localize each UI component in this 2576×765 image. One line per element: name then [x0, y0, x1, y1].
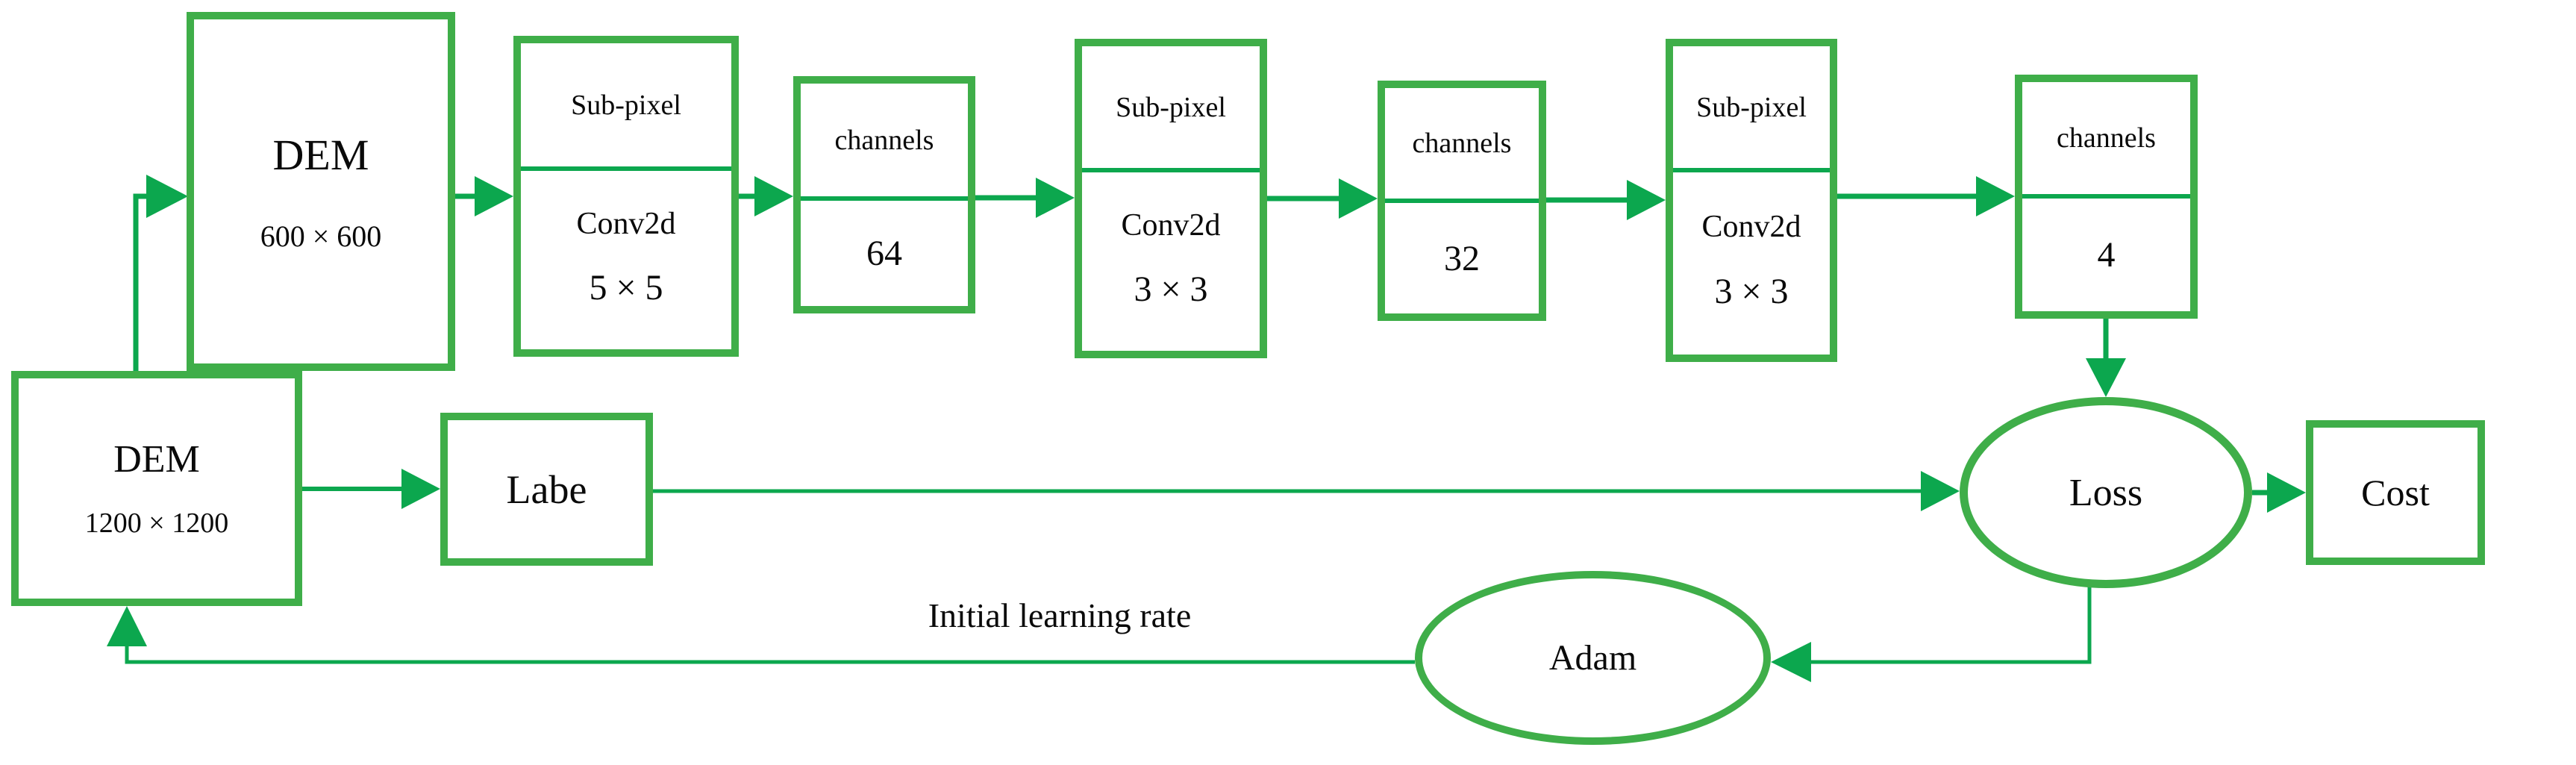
subpixel2-header-label: Sub-pixel: [1116, 91, 1226, 123]
channels32-header: channels: [1385, 88, 1539, 203]
subpixel2-header: Sub-pixel: [1082, 46, 1260, 172]
channels4-header-label: channels: [2057, 122, 2156, 154]
arrow-subpixel3-to-channels4: [1837, 176, 2015, 216]
node-subpixel3: Sub-pixel Conv2d 3 × 3: [1666, 39, 1837, 362]
dem600-size: 600 × 600: [260, 219, 382, 253]
channels32-body: 32: [1385, 203, 1539, 313]
node-subpixel2: Sub-pixel Conv2d 3 × 3: [1075, 39, 1267, 358]
arrow-label-to-loss: [653, 471, 1960, 511]
channels64-header-label: channels: [834, 124, 934, 156]
node-channels32: channels 32: [1378, 81, 1546, 321]
arrow-channels4-to-loss: [2086, 319, 2126, 397]
dem600-title: DEM: [272, 130, 369, 179]
learning-rate-label: Initial learning rate: [928, 596, 1192, 634]
subpixel3-body: Conv2d 3 × 3: [1673, 172, 1830, 355]
node-adam: Adam: [1415, 571, 1771, 745]
cost-title: Cost: [2361, 472, 2430, 513]
arrow-loss-to-cost: [2252, 472, 2306, 513]
node-dem600: DEM 600 × 600: [187, 12, 455, 371]
channels64-value: 64: [866, 234, 902, 273]
channels4-value: 4: [2097, 235, 2116, 275]
subpixel3-kernel-label: 3 × 3: [1714, 272, 1789, 311]
subpixel3-header: Sub-pixel: [1673, 46, 1830, 172]
subpixel2-kernel-label: 3 × 3: [1134, 269, 1208, 309]
subpixel1-header-label: Sub-pixel: [571, 89, 681, 121]
dem1200-title: DEM: [113, 438, 200, 481]
subpixel2-body: Conv2d 3 × 3: [1082, 172, 1260, 351]
arrow-subpixel1-to-channels64: [739, 176, 793, 216]
node-subpixel1: Sub-pixel Conv2d 5 × 5: [513, 36, 739, 357]
node-label: Labe: [440, 413, 653, 566]
channels4-body: 4: [2022, 199, 2190, 311]
loss-title: Loss: [2069, 471, 2143, 514]
arrow-subpixel2-to-channels32: [1267, 178, 1378, 219]
subpixel3-conv-label: Conv2d: [1701, 210, 1801, 244]
subpixel1-conv-label: Conv2d: [576, 207, 676, 242]
channels64-body: 64: [801, 201, 968, 306]
arrow-loss-to-adam: [1771, 587, 2092, 682]
dem1200-size: 1200 × 1200: [84, 508, 229, 539]
node-dem1200: DEM 1200 × 1200: [11, 371, 302, 606]
subpixel1-header: Sub-pixel: [521, 43, 731, 171]
arrow-channels32-to-subpixel3: [1546, 180, 1666, 220]
arrow-channels64-to-subpixel2: [975, 178, 1075, 218]
channels32-header-label: channels: [1412, 128, 1512, 159]
subpixel2-conv-label: Conv2d: [1121, 208, 1221, 243]
node-loss: Loss: [1960, 397, 2252, 588]
label-title: Labe: [506, 466, 587, 512]
subpixel1-kernel-label: 5 × 5: [589, 267, 663, 307]
subpixel1-body: Conv2d 5 × 5: [521, 171, 731, 349]
node-channels64: channels 64: [793, 76, 975, 313]
subpixel3-header-label: Sub-pixel: [1696, 91, 1807, 123]
channels32-value: 32: [1444, 238, 1480, 278]
channels64-header: channels: [801, 84, 968, 201]
channels4-header: channels: [2022, 82, 2190, 199]
node-channels4: channels 4: [2015, 75, 2198, 319]
arrow-dem1200-to-dem600: [133, 175, 188, 371]
arrow-dem600-to-subpixel1: [454, 176, 513, 216]
node-cost: Cost: [2306, 420, 2485, 565]
adam-title: Adam: [1548, 638, 1637, 678]
